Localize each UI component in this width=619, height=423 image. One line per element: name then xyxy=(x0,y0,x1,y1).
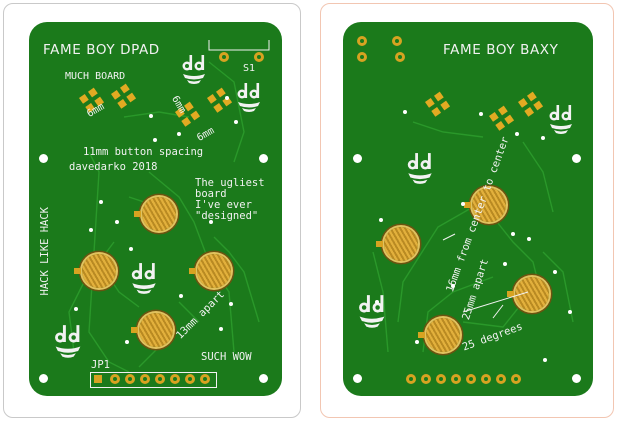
via xyxy=(74,307,78,311)
footer-text: SUCH WOW xyxy=(201,351,252,363)
mount-hole xyxy=(353,374,362,383)
right-pcb-board: FAME BOY BAXY xyxy=(343,22,593,396)
dpad-right-pad xyxy=(189,254,231,288)
mount-pad xyxy=(357,52,367,62)
left-panel: FAME BOY DPAD MUCH BOARD S1 xyxy=(3,3,301,418)
connector-pin xyxy=(436,374,446,384)
connector-pin xyxy=(496,374,506,384)
connector-pin xyxy=(170,374,180,384)
via xyxy=(99,200,103,204)
connector-label: JP1 xyxy=(91,359,110,371)
dd-logo-icon xyxy=(548,104,574,140)
dpad-up-pad xyxy=(134,197,176,231)
button-a-pad xyxy=(507,277,549,311)
left-pcb-board: FAME BOY DPAD MUCH BOARD S1 xyxy=(29,22,282,396)
connector-pin xyxy=(481,374,491,384)
dd-logo-icon xyxy=(357,294,387,334)
connector-pin xyxy=(125,374,135,384)
via xyxy=(379,218,383,222)
button-x-pad xyxy=(376,227,418,261)
switch-label: S1 xyxy=(243,63,256,74)
quote-text: The ugliest board I've ever "designed" xyxy=(195,177,265,222)
switch-pad xyxy=(254,52,264,62)
connector-pin-1 xyxy=(94,375,102,383)
mount-pad xyxy=(392,36,402,46)
dd-logo-icon xyxy=(406,152,434,190)
mount-pad xyxy=(357,36,367,46)
mount-hole xyxy=(572,374,581,383)
via xyxy=(511,232,515,236)
dimension-lines xyxy=(442,233,529,319)
dpad-left-pad xyxy=(74,254,116,288)
via xyxy=(153,138,157,142)
via xyxy=(543,358,547,362)
dpad-down-pad xyxy=(131,313,173,347)
via xyxy=(479,112,483,116)
via xyxy=(179,294,183,298)
via xyxy=(225,96,229,100)
spacing-note: 11mm button spacing xyxy=(83,146,204,158)
connector-pin xyxy=(406,374,416,384)
via xyxy=(375,300,379,304)
connector-pin xyxy=(110,374,120,384)
connector-pin xyxy=(185,374,195,384)
credit-text: davedarko 2018 xyxy=(69,161,158,173)
via xyxy=(115,220,119,224)
connector-pin xyxy=(155,374,165,384)
board-subtitle: MUCH BOARD xyxy=(65,71,126,82)
via xyxy=(527,237,531,241)
connector-pin xyxy=(466,374,476,384)
via xyxy=(403,110,407,114)
via xyxy=(177,132,181,136)
button-b-pad xyxy=(418,318,460,352)
via xyxy=(503,262,507,266)
mount-hole xyxy=(259,374,268,383)
via xyxy=(229,302,233,306)
via xyxy=(125,340,129,344)
via xyxy=(89,228,93,232)
dd-logo-icon xyxy=(181,54,207,90)
dd-logo-icon xyxy=(236,82,262,118)
connector-outline xyxy=(90,372,217,388)
via xyxy=(451,284,455,288)
connector-pin xyxy=(200,374,210,384)
switch-outline xyxy=(208,40,270,51)
via xyxy=(541,136,545,140)
via xyxy=(149,114,153,118)
connector-pin xyxy=(511,374,521,384)
board-title: FAME BOY BAXY xyxy=(443,42,559,58)
via xyxy=(415,340,419,344)
via xyxy=(234,120,238,124)
switch-pad xyxy=(219,52,229,62)
right-panel: FAME BOY BAXY xyxy=(320,3,614,418)
via xyxy=(553,270,557,274)
mount-hole xyxy=(353,154,362,163)
button-y-pad xyxy=(464,188,506,222)
via xyxy=(461,202,465,206)
via xyxy=(129,247,133,251)
mount-hole xyxy=(39,374,48,383)
board-title: FAME BOY DPAD xyxy=(43,42,160,58)
dd-logo-icon xyxy=(130,262,158,300)
connector-pin xyxy=(451,374,461,384)
mount-hole xyxy=(259,154,268,163)
side-text: HACK LIKE HACK xyxy=(39,206,52,296)
mount-hole xyxy=(39,154,48,163)
via xyxy=(219,327,223,331)
mount-pad xyxy=(395,52,405,62)
connector-pin xyxy=(421,374,431,384)
dd-logo-icon xyxy=(53,324,83,364)
via xyxy=(515,132,519,136)
via xyxy=(568,310,572,314)
connector-pin xyxy=(140,374,150,384)
via xyxy=(209,220,213,224)
mount-hole xyxy=(572,154,581,163)
